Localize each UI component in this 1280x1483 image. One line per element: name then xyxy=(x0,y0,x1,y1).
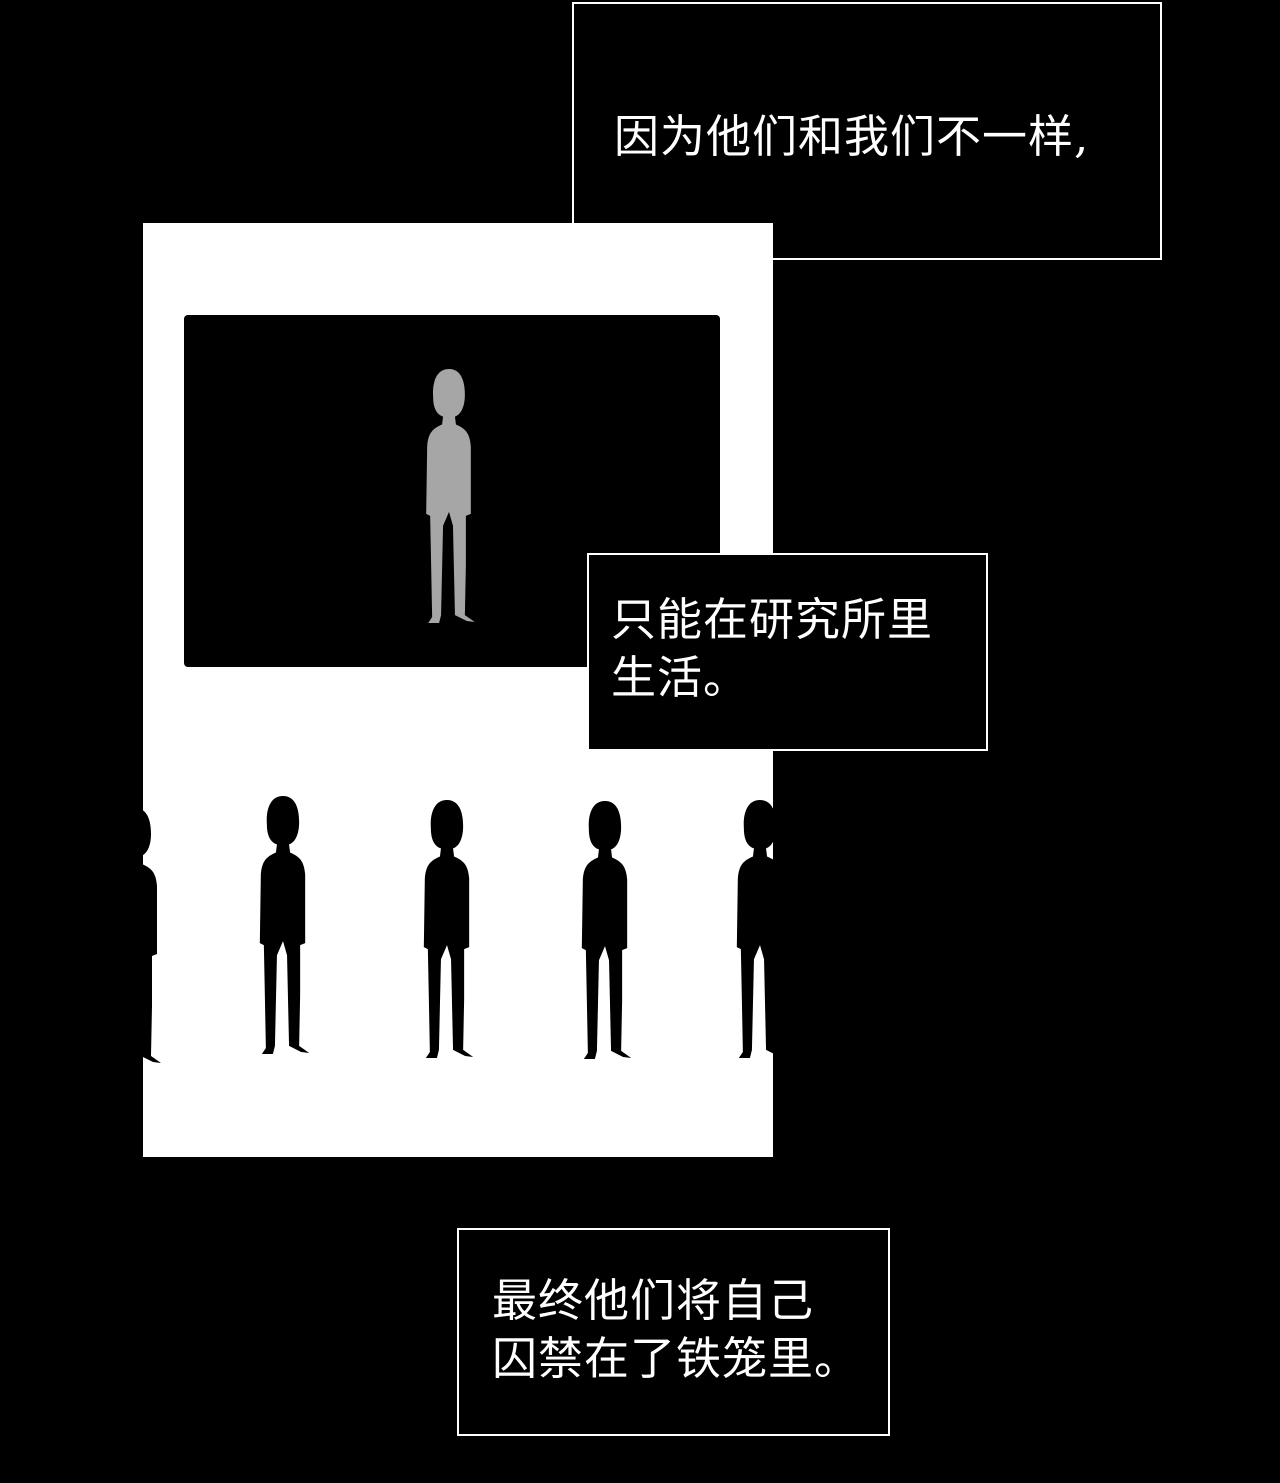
isolated-gray-figure-icon xyxy=(426,368,475,624)
caption-line: 生活。 xyxy=(611,651,750,704)
caption-line: 只能在研究所里 xyxy=(611,593,934,646)
crowd-figure-icon xyxy=(736,800,773,1058)
crowd-figure-icon xyxy=(423,800,474,1058)
crowd-figure-icon xyxy=(581,801,632,1059)
caption-box-bottom: 最终他们将自己 囚禁在了铁笼里。 xyxy=(457,1228,890,1436)
caption-line: 囚禁在了铁笼里。 xyxy=(492,1332,861,1385)
caption-line: 最终他们将自己 xyxy=(492,1274,815,1327)
caption-box-top: 因为他们和我们不一样, xyxy=(572,2,1162,260)
caption-box-middle: 只能在研究所里 生活。 xyxy=(587,553,988,751)
crowd-figure-icon xyxy=(259,796,310,1054)
crowd-figure-icon xyxy=(143,810,161,1063)
caption-line: 因为他们和我们不一样, xyxy=(614,110,1090,163)
